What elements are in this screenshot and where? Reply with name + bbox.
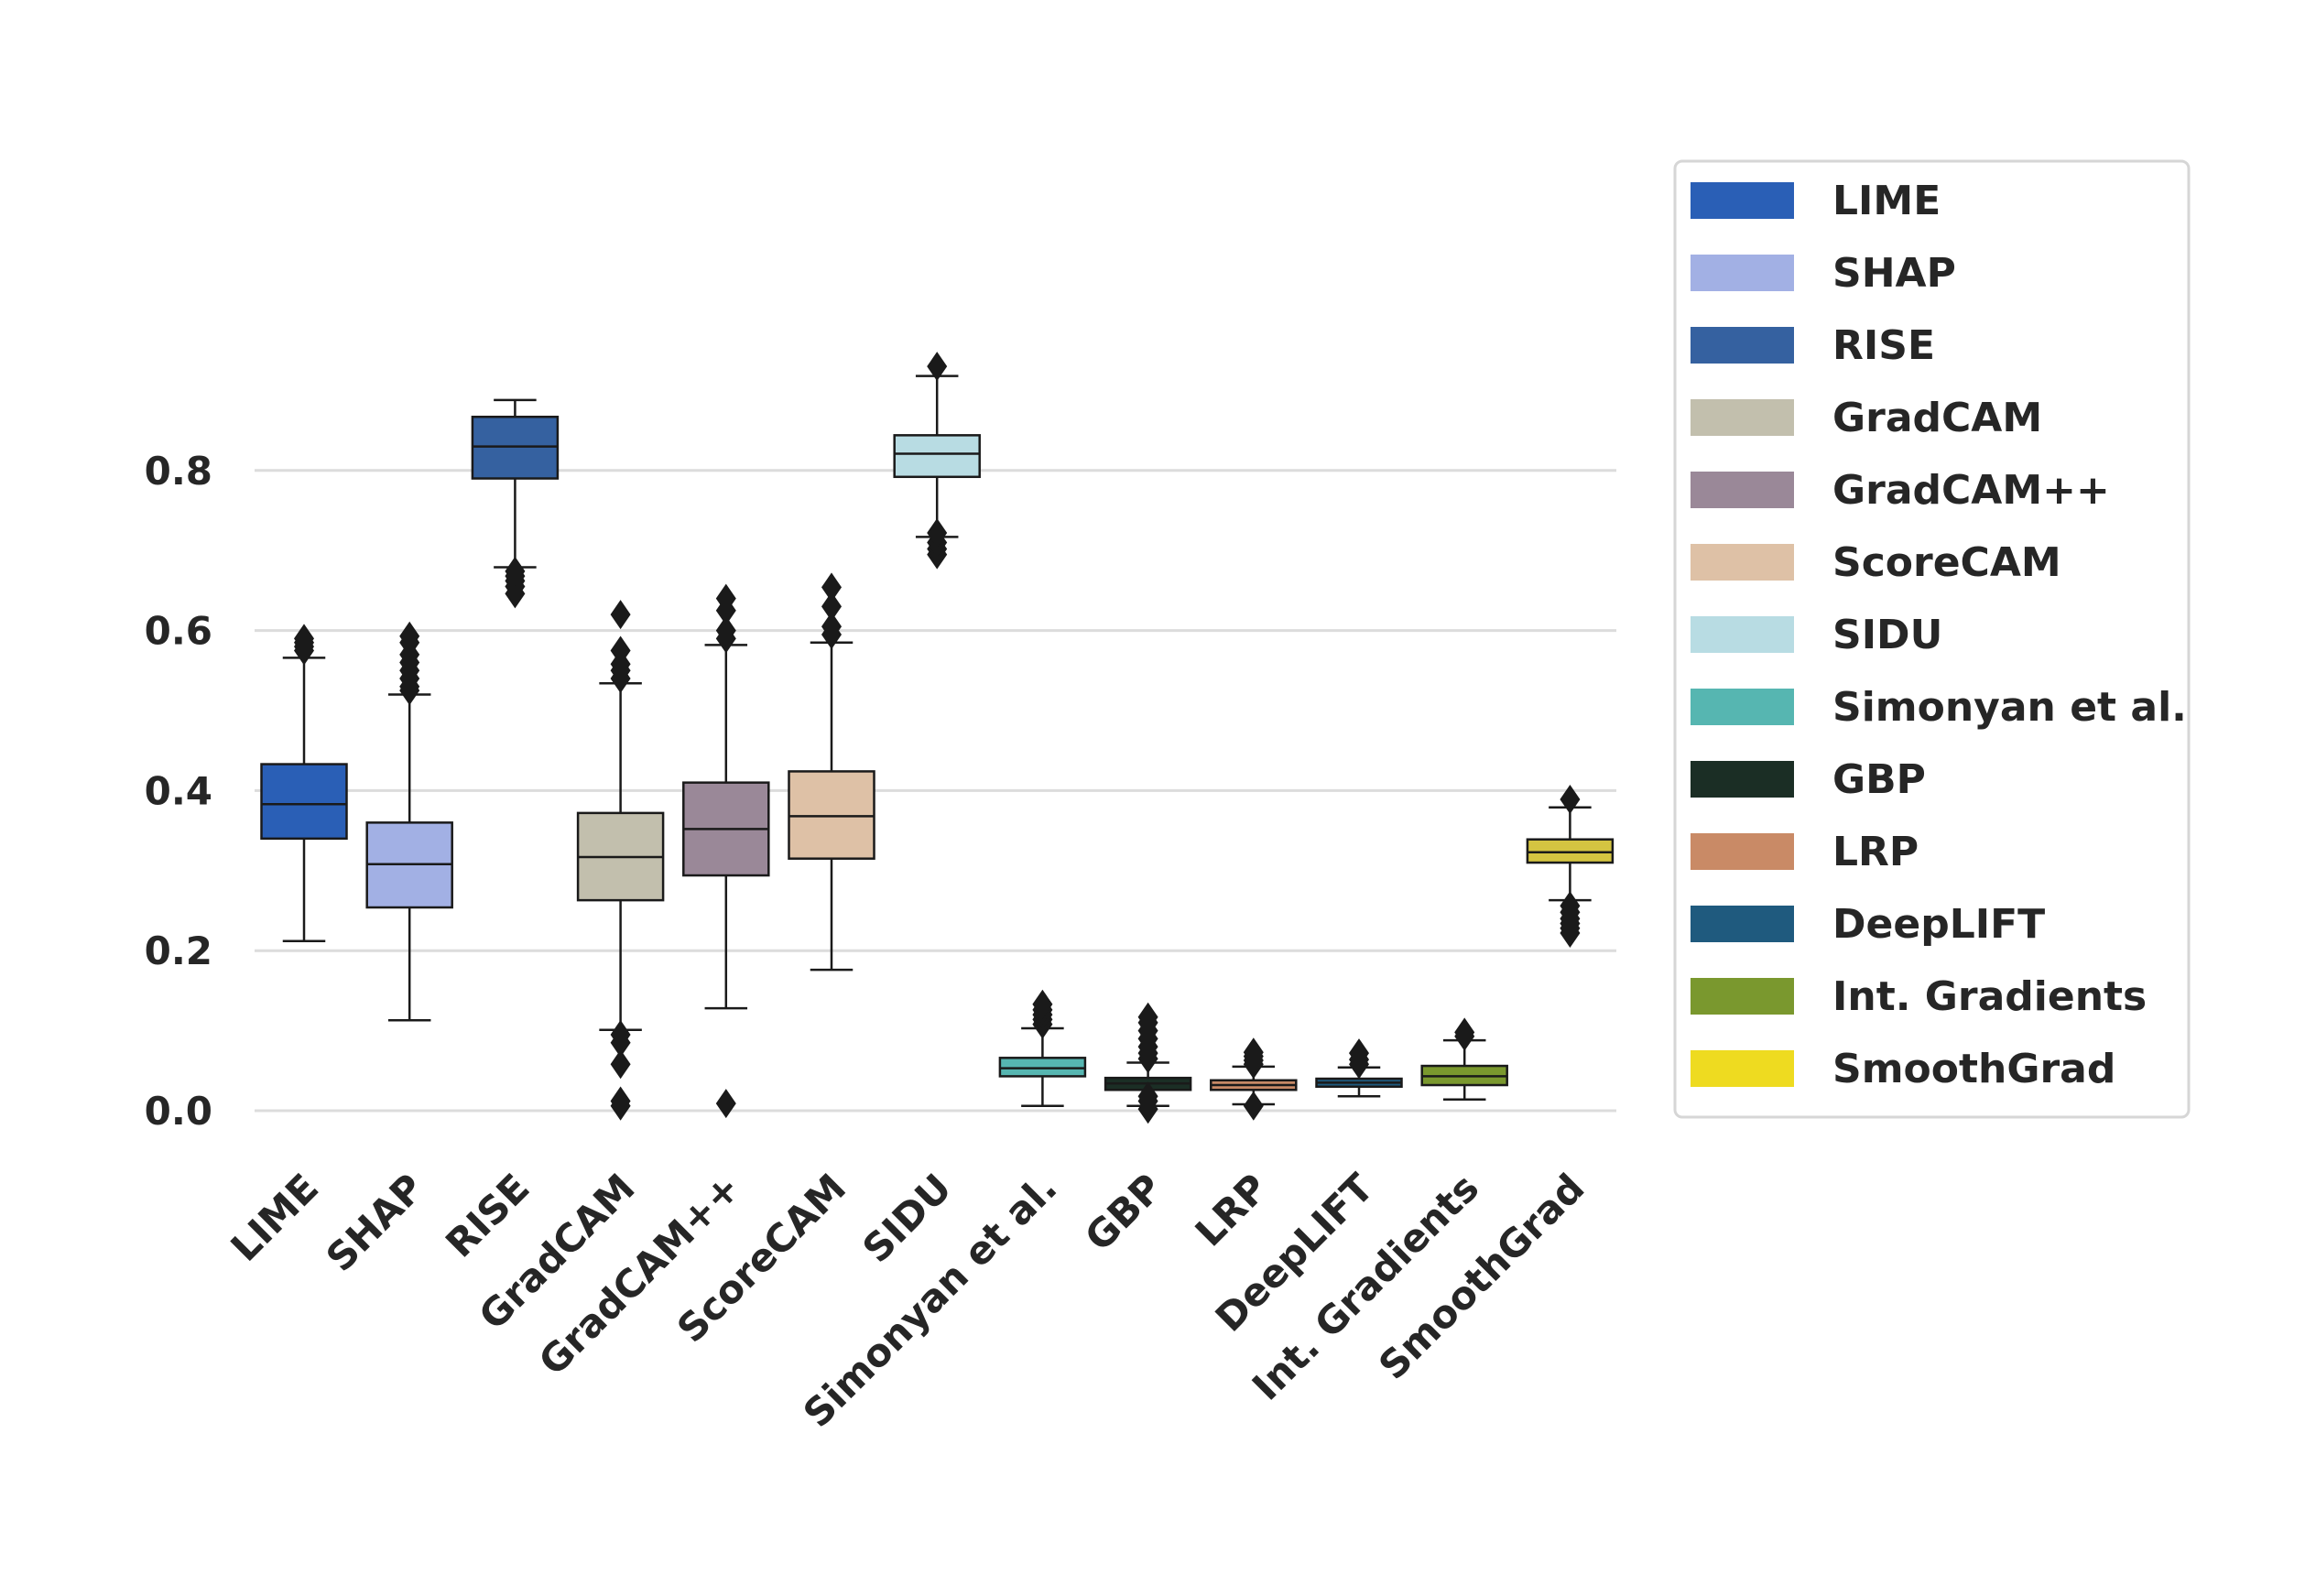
box-shap [365,621,453,1022]
legend-swatch-gradcam [1691,472,1794,508]
x-tick-label-lrp: LRP [1187,1165,1277,1254]
outlier-point [715,615,736,646]
y-tick-label-0-6: 0.6 [145,609,212,654]
outlier-point [610,1086,631,1116]
box-simonyan-et-al [998,989,1087,1108]
box-scorecam [788,572,875,972]
outlier-point [821,612,842,642]
legend-swatch-int-gradients [1691,978,1794,1015]
iqr-box [471,415,560,480]
x-tick-label-lime: LIME [223,1165,327,1269]
outlier-point [1243,1037,1264,1068]
iqr-box [998,1057,1087,1078]
y-tick-labels: 0.0 0.2 0.4 0.6 0.8 [145,449,212,1134]
outlier-point [715,583,736,613]
outlier-point [1243,1091,1264,1121]
iqr-box [788,770,875,860]
legend-label-gradcam: GradCAM [1832,395,2042,441]
legend-label-lrp: LRP [1832,829,1919,875]
outlier-point [610,635,631,666]
y-tick-label-0-2: 0.2 [145,928,212,973]
box-deeplift [1315,1038,1403,1098]
outlier-point [294,624,314,654]
box-rise [471,398,560,609]
outlier-point [1137,1002,1158,1032]
legend-label-scorecam: ScoreCAM [1832,539,2061,586]
outlier-point [715,1089,736,1119]
legend-swatch-lime [1691,182,1794,219]
legend-label-rise: RISE [1832,322,1935,369]
y-tick-label-0-0: 0.0 [145,1089,212,1134]
legend-label-sidu: SIDU [1832,612,1942,658]
outlier-point [927,352,948,382]
legend-label-lime: LIME [1832,178,1941,224]
iqr-box [893,434,981,479]
outlier-point [1454,1017,1475,1048]
x-tick-label-rise: RISE [437,1165,538,1265]
legend-label-shap: SHAP [1832,250,1956,297]
legend-swatch-smoothgrad [1691,1050,1794,1087]
outlier-point [1137,1081,1158,1112]
box-smoothgrad [1526,785,1615,948]
outlier-point [610,1019,631,1049]
box-lrp [1210,1037,1298,1121]
legend-swatch-deeplift [1691,906,1794,942]
x-tick-label-gbp: GBP [1076,1165,1170,1259]
legend-label-gbp: GBP [1832,756,1926,803]
legend-swatch-sidu [1691,616,1794,653]
legend-frame [1673,159,2191,1119]
legend-swatch-shap [1691,255,1794,291]
box-gradcam [682,583,770,1119]
outlier-point [1349,1038,1369,1069]
legend-label-deeplift: DeepLIFT [1832,901,2045,948]
outlier-point [610,1049,631,1080]
legend-label-simonyan-et-al: Simonyan et al. [1832,684,2187,731]
box-sidu [893,352,981,570]
outlier-point [821,572,842,603]
legend-swatch-scorecam [1691,544,1794,581]
outlier-point [1032,989,1053,1019]
legend-swatch-lrp [1691,833,1794,870]
box-series [260,352,1615,1124]
x-tick-label-shap: SHAP [318,1165,433,1280]
iqr-box [1526,838,1615,864]
y-tick-label-0-4: 0.4 [145,768,212,813]
outlier-point [927,517,948,548]
box-gradcam [576,600,665,1121]
legend-label-int-gradients: Int. Gradients [1832,973,2147,1020]
outlier-point [1560,891,1581,921]
legend-label-smoothgrad: SmoothGrad [1832,1046,2115,1092]
legend-swatch-gradcam [1691,399,1794,436]
legend: LIME SHAP RISE GradCAM GradCAM++ ScoreCAM SIDU… [1673,159,2191,1119]
box-lime [260,624,348,942]
outlier-point [821,592,842,622]
legend-swatch-simonyan-et-al [1691,689,1794,725]
y-tick-label-0-8: 0.8 [145,449,212,494]
outlier-point [610,600,631,630]
outlier-point [1560,785,1581,815]
box-int-gradients [1420,1017,1508,1102]
outlier-point [399,621,420,651]
outlier-point [505,556,526,586]
iqr-box [260,763,348,841]
legend-swatch-gbp [1691,761,1794,798]
legend-label-gradcam: GradCAM++ [1832,467,2110,514]
legend-swatch-rise [1691,327,1794,364]
box-gbp [1104,1002,1192,1124]
